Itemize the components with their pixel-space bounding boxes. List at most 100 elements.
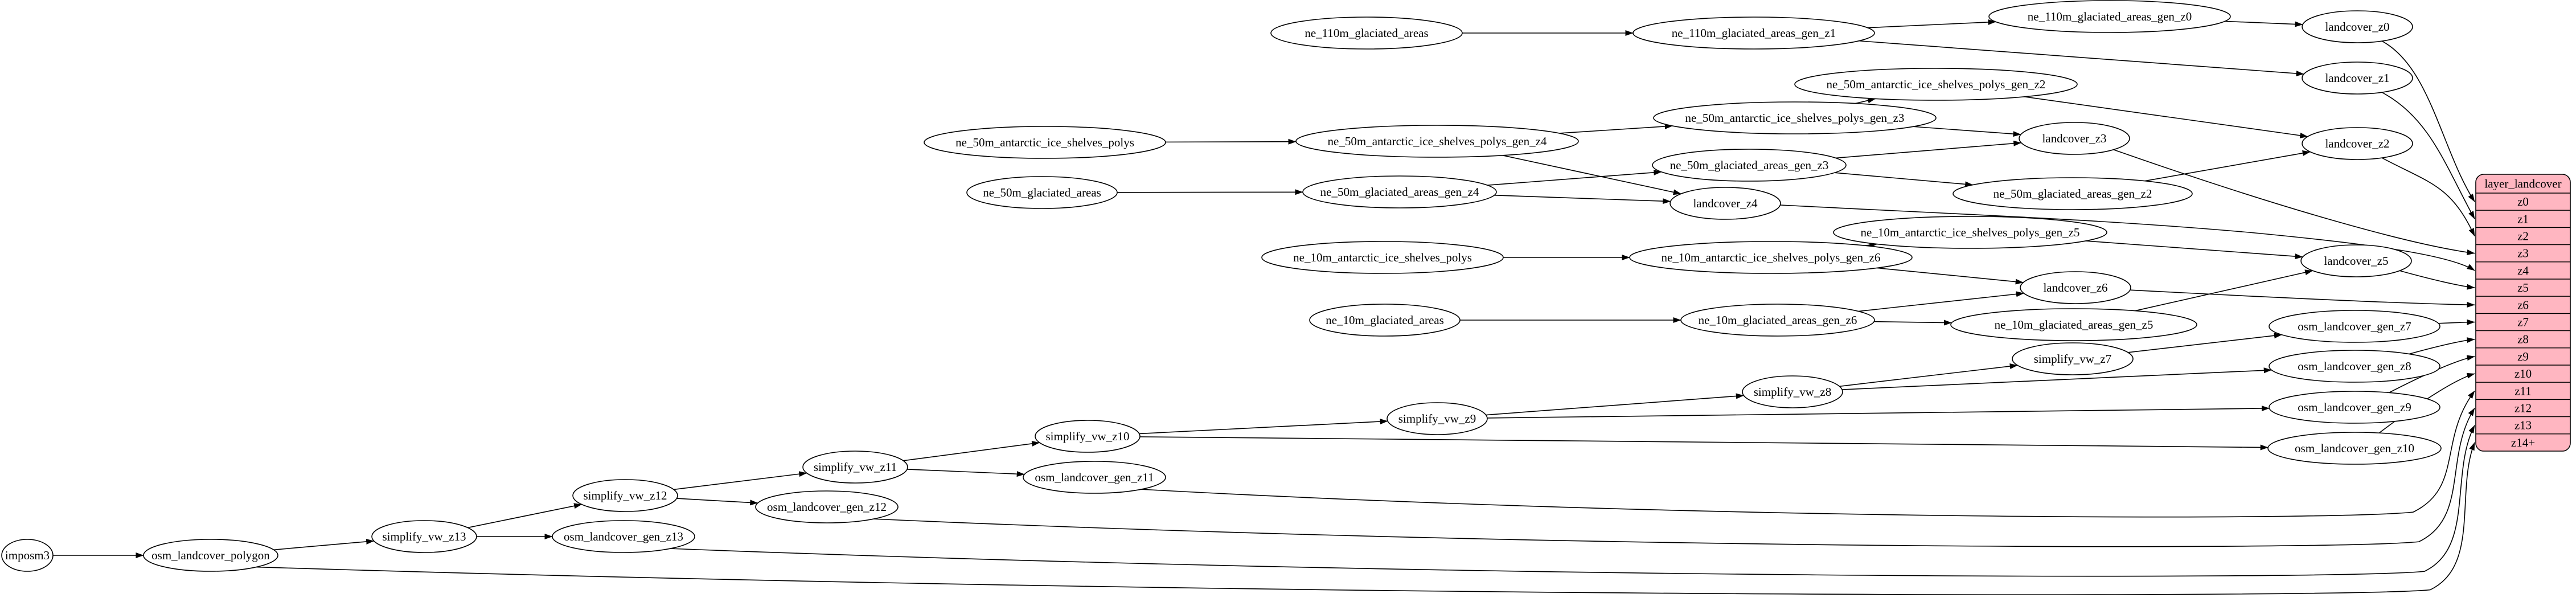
- node-ellipse: [1023, 461, 1166, 494]
- table-row-z7: z7: [2517, 316, 2529, 329]
- node-ne_50m_glaciated_areas_gen_z4: ne_50m_glaciated_areas_gen_z4: [1302, 175, 1497, 208]
- node-ellipse: [1670, 187, 1781, 220]
- edge-ne_50m_antarctic_ice_shelves_polys_gen_z4--landcover_z4: [1502, 155, 1681, 195]
- node-label: landcover_z4: [1693, 197, 1758, 210]
- node-label: osm_landcover_polygon: [151, 548, 270, 562]
- node-ellipse: [1680, 304, 1875, 337]
- node-label: ne_10m_antarctic_ice_shelves_polys_gen_z…: [1861, 226, 2080, 239]
- node-ellipse: [371, 520, 477, 553]
- node-ellipse: [1652, 149, 1847, 182]
- node-osm_landcover_gen_z7: osm_landcover_gen_z7: [2269, 310, 2440, 343]
- node-label: ne_10m_glaciated_areas_gen_z5: [1995, 318, 2153, 331]
- edge-ne_50m_glaciated_areas_gen_z4--ne_50m_glaciated_areas_gen_z3: [1487, 169, 1662, 186]
- node-osm_landcover_polygon: osm_landcover_polygon: [143, 539, 278, 572]
- node-osm_landcover_gen_z10: osm_landcover_gen_z10: [2267, 432, 2442, 465]
- node-label: simplify_vw_z10: [1046, 429, 1130, 443]
- node-label: osm_landcover_gen_z12: [767, 500, 887, 514]
- table-title: layer_landcover: [2484, 177, 2561, 191]
- node-label: ne_110m_glaciated_areas: [1305, 26, 1428, 40]
- node-ellipse: [1629, 241, 1913, 274]
- node-ellipse: [802, 451, 908, 484]
- node-ellipse: [2267, 432, 2442, 465]
- edge-ne_50m_antarctic_ice_shelves_polys_gen_z3--landcover_z3: [1913, 126, 2021, 137]
- node-ellipse: [1035, 420, 1141, 453]
- table-row-z9: z9: [2517, 350, 2529, 363]
- node-landcover_z0: landcover_z0: [2302, 10, 2413, 43]
- table-row-z12: z12: [2515, 402, 2532, 415]
- node-ellipse: [1, 539, 54, 572]
- node-ellipse: [2269, 350, 2440, 383]
- node-ellipse: [143, 539, 278, 572]
- node-label: ne_50m_antarctic_ice_shelves_polys: [955, 136, 1134, 149]
- table-row-z14+: z14+: [2511, 436, 2535, 449]
- edge-ne_110m_glaciated_areas_gen_z1--landcover_z1: [1859, 40, 2304, 76]
- edge-landcover_z0--layer-landcover-z0: [2381, 40, 2475, 202]
- node-label: ne_10m_glaciated_areas_gen_z6: [1699, 313, 1857, 327]
- edge-landcover_z1--layer-landcover-z1: [2381, 92, 2475, 219]
- edge-ne_10m_glaciated_areas_gen_z6--ne_10m_glaciated_areas_gen_z5: [1874, 320, 1952, 326]
- node-ne_50m_glaciated_areas_gen_z2: ne_50m_glaciated_areas_gen_z2: [1952, 177, 2193, 210]
- edge-ne_50m_antarctic_ice_shelves_polys_gen_z2--landcover_z2: [2024, 96, 2308, 138]
- table-row-z0: z0: [2517, 195, 2529, 208]
- node-label: ne_10m_antarctic_ice_shelves_polys_gen_z…: [1662, 251, 1881, 264]
- node-ellipse: [2302, 127, 2413, 160]
- node-ellipse: [1261, 241, 1504, 274]
- table-row-z2: z2: [2517, 230, 2529, 243]
- edge-landcover_z4--layer-landcover-z4: [1780, 204, 2475, 271]
- node-landcover_z5: landcover_z5: [2300, 244, 2412, 277]
- node-ellipse: [1833, 216, 2107, 249]
- edges: [53, 19, 2475, 595]
- node-ne_50m_glaciated_areas_gen_z3: ne_50m_glaciated_areas_gen_z3: [1652, 149, 1847, 182]
- node-simplify_vw_z12: simplify_vw_z12: [572, 479, 678, 512]
- node-simplify_vw_z9: simplify_vw_z9: [1387, 402, 1488, 435]
- node-ne_110m_glaciated_areas: ne_110m_glaciated_areas: [1270, 17, 1463, 50]
- node-label: landcover_z0: [2325, 20, 2389, 34]
- edge-simplify_vw_z13--simplify_vw_z12: [467, 503, 583, 529]
- edge-ne_10m_glaciated_areas_gen_z5--landcover_z5: [2135, 269, 2314, 312]
- node-label: landcover_z2: [2325, 137, 2389, 150]
- node-ellipse: [1988, 0, 2231, 33]
- node-ellipse: [2302, 10, 2413, 43]
- node-ellipse: [2302, 62, 2413, 95]
- node-label: simplify_vw_z12: [584, 489, 667, 502]
- node-ne_50m_glaciated_areas: ne_50m_glaciated_areas: [966, 176, 1118, 209]
- node-ne_10m_glaciated_areas: ne_10m_glaciated_areas: [1309, 304, 1461, 337]
- node-ellipse: [572, 479, 678, 512]
- node-landcover_z1: landcover_z1: [2302, 62, 2413, 95]
- node-landcover_z3: landcover_z3: [2019, 122, 2130, 155]
- edge-simplify_vw_z9--simplify_vw_z8: [1486, 393, 1744, 416]
- node-ne_10m_glaciated_areas_gen_z6: ne_10m_glaciated_areas_gen_z6: [1680, 304, 1875, 337]
- edge-ne_10m_glaciated_areas_gen_z6--landcover_z6: [1858, 291, 2024, 312]
- node-ne_110m_glaciated_areas_gen_z0: ne_110m_glaciated_areas_gen_z0: [1988, 0, 2231, 33]
- edge-ne_50m_antarctic_ice_shelves_polys_gen_z4--ne_50m_antarctic_ice_shelves_polys_gen_z3: [1559, 123, 1673, 134]
- node-label: landcover_z6: [2043, 281, 2107, 294]
- edge-osm_landcover_gen_z11--layer-landcover-z11: [1141, 390, 2475, 518]
- edge-simplify_vw_z10--simplify_vw_z9: [1139, 419, 1388, 435]
- node-osm_landcover_gen_z8: osm_landcover_gen_z8: [2269, 350, 2440, 383]
- node-label: osm_landcover_gen_z9: [2298, 400, 2411, 414]
- edge-simplify_vw_z11--osm_landcover_gen_z11: [907, 469, 1025, 477]
- node-label: osm_landcover_gen_z10: [2295, 441, 2414, 455]
- table-row-z11: z11: [2515, 384, 2532, 398]
- table-row-z6: z6: [2517, 298, 2529, 312]
- nodes: imposm3 osm_landcover_polygon simplify_vw_…: [1, 0, 2442, 572]
- node-label: landcover_z5: [2324, 254, 2388, 268]
- node-label: ne_50m_antarctic_ice_shelves_polys_gen_z…: [1827, 77, 2046, 91]
- edge-osm_landcover_gen_z9--layer-landcover-z9: [2389, 355, 2475, 394]
- node-label: landcover_z1: [2325, 71, 2389, 85]
- table-row-z8: z8: [2517, 333, 2529, 346]
- edge-simplify_vw_z9--osm_landcover_gen_z9: [1487, 406, 2270, 419]
- node-ne_110m_glaciated_areas_gen_z1: ne_110m_glaciated_areas_gen_z1: [1632, 17, 1875, 50]
- node-label: simplify_vw_z9: [1398, 412, 1476, 425]
- node-label: osm_landcover_gen_z7: [2298, 320, 2411, 333]
- edge-simplify_vw_z10--osm_landcover_gen_z10: [1139, 436, 2269, 451]
- edge-ne_50m_glaciated_areas--ne_50m_glaciated_areas_gen_z4: [1117, 189, 1303, 195]
- node-ellipse: [1952, 177, 2193, 210]
- node-simplify_vw_z8: simplify_vw_z8: [1742, 375, 1843, 408]
- node-osm_landcover_gen_z13: osm_landcover_gen_z13: [552, 520, 695, 553]
- node-imposm3: imposm3: [1, 539, 54, 572]
- node-label: simplify_vw_z13: [383, 530, 466, 543]
- node-simplify_vw_z7: simplify_vw_z7: [2012, 342, 2134, 375]
- node-label: ne_50m_glaciated_areas_gen_z2: [1993, 187, 2152, 200]
- node-simplify_vw_z13: simplify_vw_z13: [371, 520, 477, 553]
